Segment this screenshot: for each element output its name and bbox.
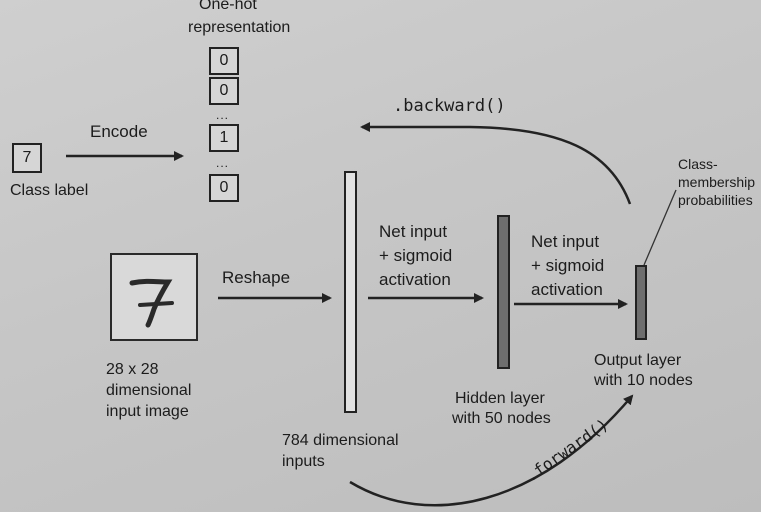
input-image-caption-line3: input image: [106, 403, 189, 420]
input-image-caption-line2: dimensional: [106, 382, 192, 399]
net-input-2-line1: Net input: [531, 232, 600, 251]
output-layer-caption-line1: Output layer: [594, 352, 682, 369]
hidden-layer-caption-line2: with 50 nodes: [452, 410, 551, 427]
one-hot-ellipsis-top: ...: [216, 108, 230, 122]
class-membership-pointer: [643, 189, 677, 266]
net-input-1-line1: Net input: [379, 222, 448, 241]
one-hot-caption-line2: representation: [188, 19, 291, 36]
inputs-caption-line1: 784 dimensional: [282, 432, 399, 449]
backward-arrow: [360, 122, 632, 205]
one-hot-cell-2: 1: [209, 124, 239, 152]
class-membership-line3: probabilities: [678, 192, 753, 208]
hidden-layer-caption-line1: Hidden layer: [455, 390, 545, 407]
net-input-1-line3: activation: [379, 270, 451, 289]
net-input-1-line2: + sigmoid: [379, 246, 453, 265]
one-hot-cell-1: 0: [209, 77, 239, 105]
hidden-layer-bar: [497, 215, 510, 369]
backward-label: .backward(): [393, 96, 506, 116]
forward-arrow: [349, 394, 634, 507]
reshape-label: Reshape: [222, 268, 291, 287]
handwritten-seven-glyph: [129, 278, 174, 328]
one-hot-ellipsis-bottom: ...: [216, 156, 230, 170]
input-layer-bar: [344, 171, 357, 413]
class-label-box: 7: [12, 143, 42, 173]
class-label-value: 7: [22, 149, 32, 166]
net-input-2-line2: + sigmoid: [531, 256, 605, 275]
one-hot-cell-2-value: 1: [219, 129, 229, 146]
one-hot-cell-3-value: 0: [219, 179, 229, 196]
class-membership-line1: Class-: [678, 156, 718, 172]
output-layer-bar: [635, 265, 647, 340]
output-layer-caption-line2: with 10 nodes: [594, 372, 693, 389]
input-image: [110, 253, 198, 341]
class-label-caption: Class label: [10, 182, 89, 199]
one-hot-caption-line1: One-hot: [199, 0, 257, 13]
one-hot-cell-3: 0: [209, 174, 239, 202]
input-image-caption-line1: 28 x 28: [106, 361, 159, 378]
encode-label: Encode: [90, 122, 148, 141]
one-hot-cell-1-value: 0: [219, 82, 229, 99]
one-hot-cell-0: 0: [209, 47, 239, 75]
one-hot-cell-0-value: 0: [219, 52, 229, 69]
net-input-2-line3: activation: [531, 280, 603, 299]
inputs-caption-line2: inputs: [282, 453, 325, 470]
class-membership-line2: membership: [678, 174, 756, 190]
